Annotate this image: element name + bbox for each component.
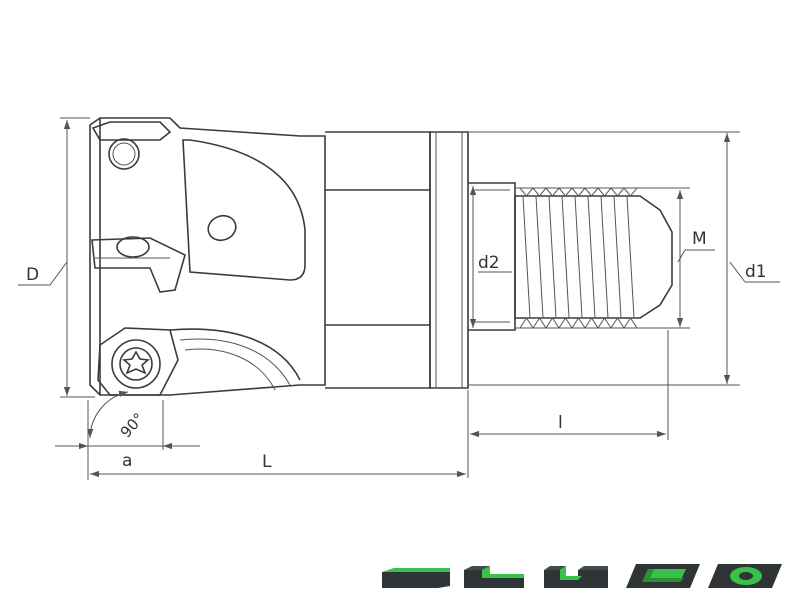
operation-icons [382,564,782,588]
pocket-milling-icon [626,564,700,588]
shoulder-milling-icon [464,566,524,588]
face-milling-icon [382,568,450,588]
label-D: D [26,265,39,285]
slot-milling-icon [544,566,608,588]
label-M: M [692,229,707,249]
label-a: a [122,451,132,471]
circular-interpolation-icon [708,564,782,588]
thread [514,187,673,329]
extension-lines [60,117,740,480]
label-angle: 90° [117,409,148,441]
label-l: l [558,413,563,433]
label-d1: d1 [745,262,767,282]
label-L: L [262,452,272,472]
label-d2: d2 [478,253,500,273]
dimension-lines [18,120,780,478]
cutter-body [325,131,516,389]
cutter-head [89,117,326,396]
